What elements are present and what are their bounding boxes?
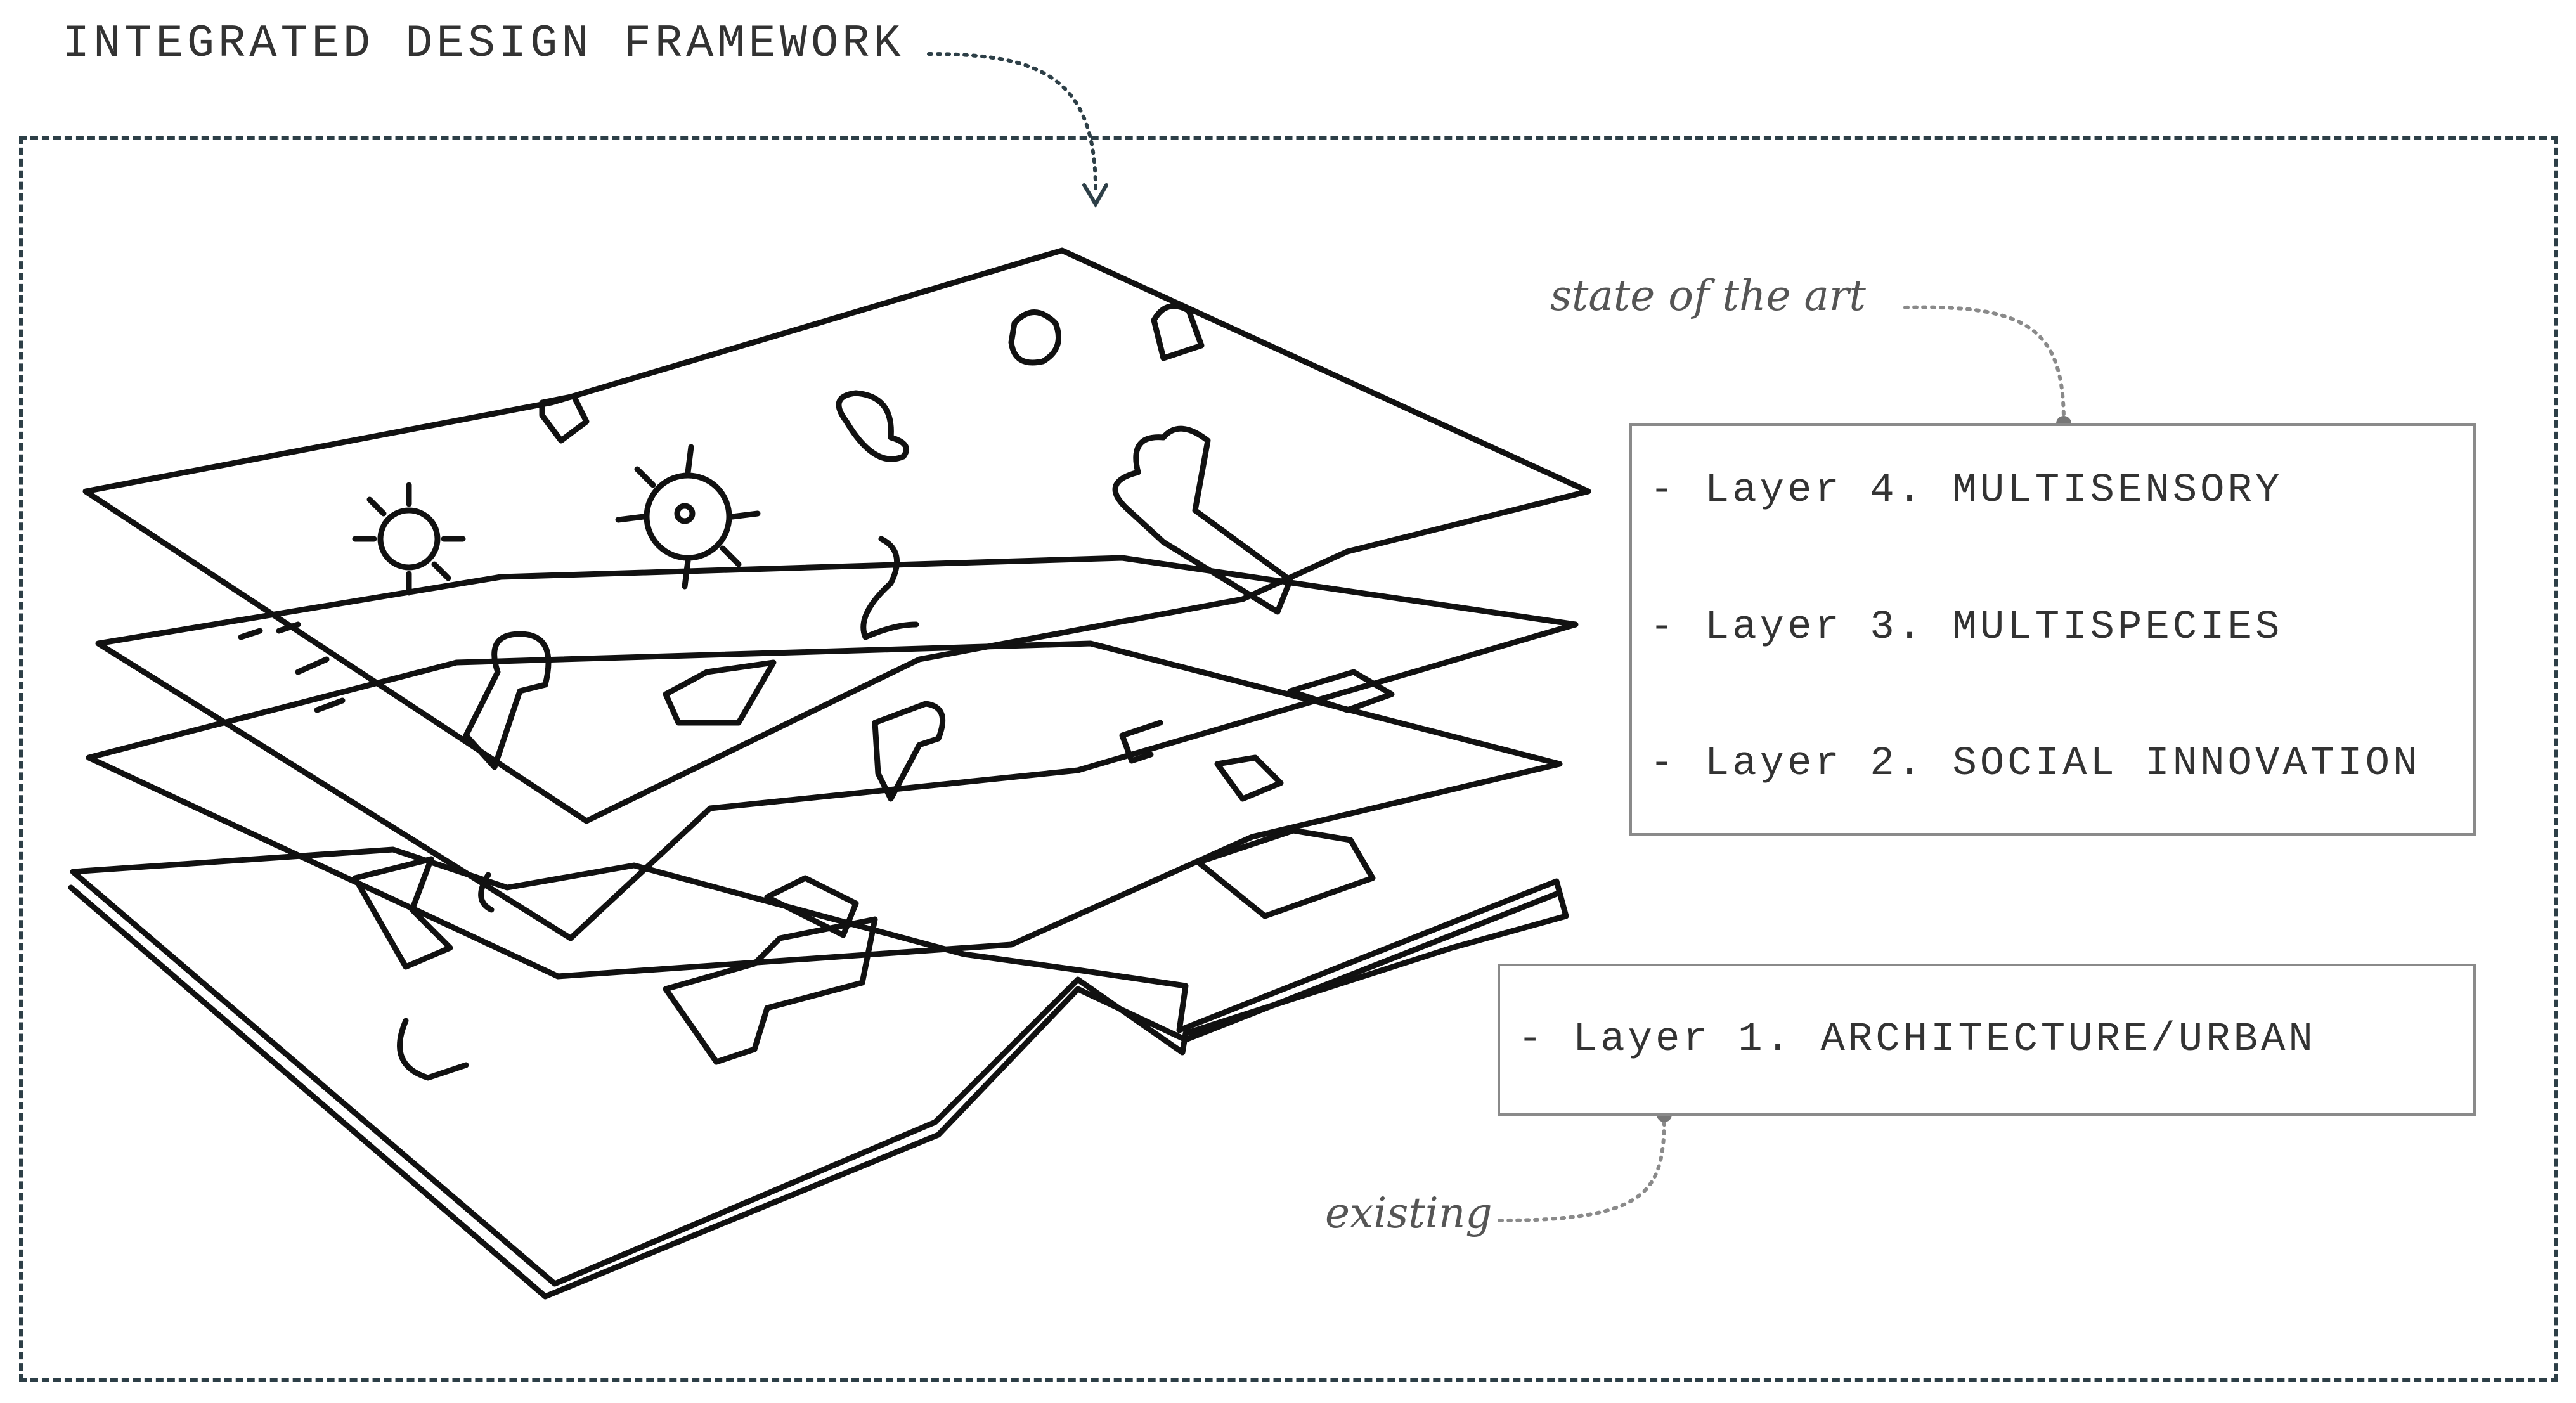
layer-2-label: - Layer 2. SOCIAL INNOVATION [1650, 741, 2421, 787]
layer3-doodles [238, 621, 1395, 802]
annotation-existing: existing [1325, 1189, 1492, 1238]
layer-1-label: - Layer 1. ARCHITECTURE/URBAN [1518, 1017, 2316, 1063]
title-arrow [927, 52, 1098, 195]
layer2-sheet [86, 640, 1563, 980]
layer-3-label: - Layer 3. MULTISPECIES [1650, 605, 2283, 650]
layer4-doodles [352, 303, 1293, 770]
layer1-edge [68, 884, 1560, 1300]
layers-upper-box: - Layer 4. MULTISENSORY - Layer 3. MULTI… [1629, 423, 2476, 836]
layer-4-label: - Layer 4. MULTISENSORY [1650, 468, 2283, 514]
diagram-title: INTEGRATED DESIGN FRAMEWORK [62, 18, 905, 70]
layer2-doodles [352, 754, 1376, 1081]
layer1-sheet [70, 846, 1569, 1287]
title-arrow-head [1082, 183, 1108, 208]
annotation-state-of-the-art: state of the art [1550, 271, 1866, 320]
layer3-sheet [95, 555, 1579, 941]
connector-lower [1498, 1114, 1666, 1222]
layers-lower-box: - Layer 1. ARCHITECTURE/URBAN [1498, 964, 2476, 1116]
layer4-sheet [82, 247, 1591, 824]
dashed-frame [19, 136, 2558, 1382]
connector-upper [1903, 305, 2066, 423]
